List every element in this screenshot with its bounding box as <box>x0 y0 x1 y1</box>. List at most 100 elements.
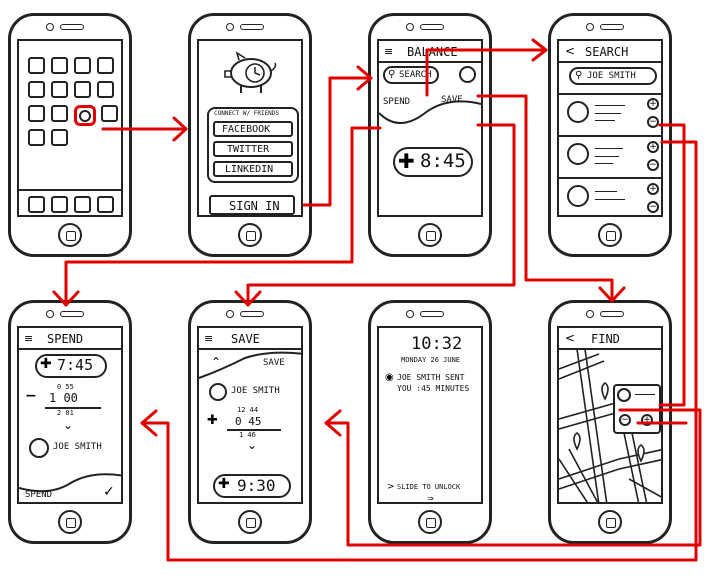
search-query: JOE SMITH <box>587 71 636 81</box>
phone-balance-screen: ≡ BALANCE ⚲ SEARCH SPEND SAVE ✚ 8:45 <box>368 13 492 257</box>
remove-button[interactable]: − <box>647 116 659 128</box>
result-text-line <box>595 191 617 192</box>
calc-mid: 0 45 <box>235 415 262 428</box>
speaker <box>420 311 444 317</box>
search-icon: ⚲ <box>575 70 583 81</box>
app-icon[interactable] <box>101 105 118 122</box>
app-icon[interactable] <box>51 105 68 122</box>
search-icon: ⚲ <box>388 69 396 80</box>
remove-button[interactable]: − <box>647 159 659 171</box>
dock-icon[interactable] <box>97 196 114 213</box>
app-icon[interactable] <box>28 81 45 98</box>
camera <box>46 23 54 31</box>
result-text-line <box>595 148 623 149</box>
calc-mid: 1 00 <box>49 391 78 405</box>
plus-sign-icon: ✚ <box>207 413 218 428</box>
spend-confirm-label[interactable]: SPEND <box>25 490 53 500</box>
home-button[interactable] <box>598 223 622 247</box>
flow-arrowhead <box>140 409 158 437</box>
home-button[interactable] <box>418 510 442 534</box>
speaker <box>60 24 84 30</box>
result-divider <box>559 93 661 95</box>
lock-time: 10:32 <box>411 334 463 354</box>
app-icon[interactable] <box>97 57 114 74</box>
header-divider <box>19 348 121 350</box>
camera-shortcut-icon[interactable]: ⇒ <box>427 494 434 503</box>
header-divider <box>559 61 661 63</box>
app-icon[interactable] <box>28 57 45 74</box>
add-button[interactable]: + <box>641 414 653 426</box>
save-link[interactable]: SAVE <box>441 95 463 105</box>
save-screen: ≡ SAVE ⌃ SAVE JOE SMITH 12 44 ✚ 0 45 1 4… <box>197 326 303 504</box>
home-button[interactable] <box>598 510 622 534</box>
app-icon[interactable] <box>74 57 91 74</box>
twitter-button[interactable]: TWITTER <box>213 141 293 157</box>
camera <box>46 310 54 318</box>
back-chevron-icon[interactable]: < <box>565 44 576 58</box>
search-field[interactable]: ⚲ JOE SMITH <box>569 67 657 85</box>
menu-icon[interactable]: ≡ <box>204 332 214 345</box>
dock-icon[interactable] <box>28 196 45 213</box>
camera <box>226 310 234 318</box>
connect-friends-label: CONNECT W/ FRIENDS <box>214 110 280 117</box>
twitter-label: TWITTER <box>227 144 270 155</box>
menu-icon[interactable]: ≡ <box>24 332 34 345</box>
phone-find-screen: < FIND − + <box>548 300 672 544</box>
spend-title: SPEND <box>47 332 84 346</box>
confirm-check-icon[interactable]: ✓ <box>103 484 115 500</box>
camera <box>406 310 414 318</box>
contact-name: JOE SMITH <box>53 442 102 452</box>
app-icon[interactable] <box>28 129 45 146</box>
result-text-line <box>595 120 615 121</box>
home-button[interactable] <box>238 223 262 247</box>
app-icon[interactable] <box>51 81 68 98</box>
calc-rule <box>45 407 101 409</box>
calc-bottom: 2 01 <box>57 409 74 417</box>
sign-in-button[interactable]: SIGN IN <box>209 195 295 215</box>
home-button[interactable] <box>58 510 82 534</box>
save-title: SAVE <box>231 332 260 346</box>
remove-button[interactable]: − <box>619 414 631 426</box>
phone-spend-screen: ≡ SPEND ✚ 7:45 0 55 − 1 00 2 01 ⌄ JOE SM… <box>8 300 132 544</box>
slide-to-unlock[interactable]: SLIDE TO UNLOCK <box>397 483 461 491</box>
result-text-line <box>595 113 621 114</box>
speaker <box>240 311 264 317</box>
add-button[interactable]: + <box>647 141 659 153</box>
facebook-button[interactable]: FACEBOOK <box>213 121 293 137</box>
speaker <box>600 311 624 317</box>
home-button[interactable] <box>238 510 262 534</box>
app-icon[interactable] <box>74 81 91 98</box>
plus-sign-icon: ✚ <box>398 149 415 173</box>
dock-icon[interactable] <box>51 196 68 213</box>
back-chevron-icon[interactable]: < <box>565 331 576 345</box>
app-icon[interactable] <box>97 81 114 98</box>
app-icon[interactable] <box>51 129 68 146</box>
search-button[interactable]: ⚲ SEARCH <box>383 66 439 84</box>
home-button[interactable] <box>58 223 82 247</box>
balance-value: 8:45 <box>420 150 466 172</box>
popover-text-line <box>635 394 655 395</box>
menu-icon[interactable]: ≡ <box>384 45 394 58</box>
camera <box>586 310 594 318</box>
login-screen: CONNECT W/ FRIENDS FACEBOOK TWITTER LINK… <box>197 39 303 217</box>
add-button[interactable]: + <box>647 98 659 110</box>
search-button-label: SEARCH <box>399 70 432 80</box>
app-icon[interactable] <box>51 57 68 74</box>
flow-arrow-signin-to-balance <box>302 76 372 207</box>
result-text-line <box>595 156 619 157</box>
remove-button[interactable]: − <box>647 201 659 213</box>
app-icon[interactable] <box>28 105 45 122</box>
spend-link[interactable]: SPEND <box>383 97 411 107</box>
add-button[interactable]: + <box>647 183 659 195</box>
balance-display <box>35 354 107 378</box>
notification-line1: JOE SMITH SENT <box>397 373 465 382</box>
clock-app-icon[interactable] <box>74 105 96 126</box>
result-text-line <box>595 105 625 106</box>
home-button[interactable] <box>418 223 442 247</box>
slide-arrow-icon[interactable]: > <box>387 482 395 492</box>
chevron-up-icon[interactable]: ⌃ <box>211 355 222 369</box>
location-icon[interactable] <box>459 66 476 83</box>
linkedin-button[interactable]: LINKEDIN <box>213 161 293 177</box>
calc-top: 12 44 <box>237 406 259 414</box>
dock-icon[interactable] <box>74 196 91 213</box>
